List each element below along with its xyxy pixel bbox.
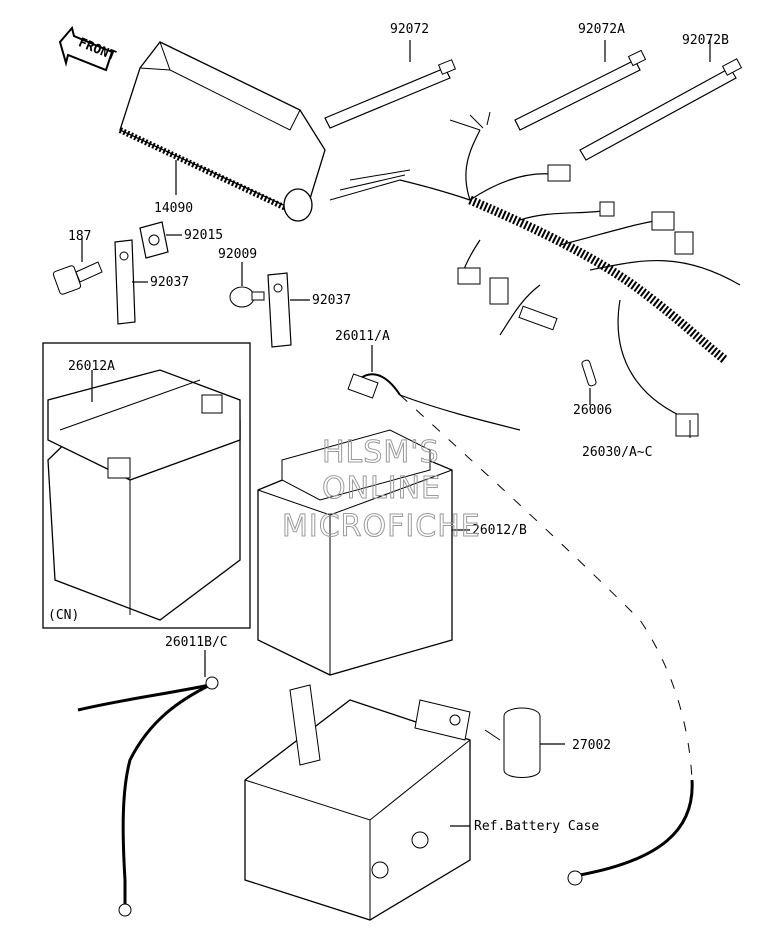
front-arrow-icon: FRONT — [58, 25, 118, 72]
battery-26012B — [257, 429, 470, 676]
label-187: 187 — [68, 229, 91, 244]
label-26012A: 26012A — [68, 359, 115, 374]
battery-box-26012A — [42, 342, 251, 629]
nut-92015 — [139, 221, 182, 259]
label-26012B: 26012/B — [472, 523, 527, 538]
label-92072A: 92072A — [578, 22, 625, 37]
watermark-line-2: ONLINE — [322, 471, 441, 506]
battery-case-reference — [244, 684, 471, 921]
relay-27002 — [484, 707, 565, 778]
label-cn: (CN) — [48, 608, 79, 623]
cable-tie-92072B — [579, 40, 743, 161]
label-92015: 92015 — [184, 228, 223, 243]
strap-92037-right — [267, 272, 310, 348]
wiring-harness-26030 — [329, 111, 741, 438]
battery-cable-26011BC — [77, 650, 219, 917]
watermark-line-1: HLSM'S — [322, 435, 440, 470]
strap-92037-left — [114, 239, 148, 325]
cable-tie-92072A — [514, 40, 647, 131]
label-27002: 27002 — [572, 738, 611, 753]
watermark-line-3: MICROFICHE — [282, 509, 481, 544]
battery-cable-end — [567, 779, 694, 886]
label-26011BC: 26011B/C — [165, 635, 228, 650]
label-26006: 26006 — [573, 403, 612, 418]
label-92072B: 92072B — [682, 33, 729, 48]
label-92072: 92072 — [390, 22, 429, 37]
bolt-187 — [52, 238, 103, 295]
label-battery-case: Ref.Battery Case — [474, 819, 599, 834]
battery-cable-26011A — [347, 345, 693, 781]
cable-tie-92072 — [324, 40, 457, 129]
label-26011A: 26011/A — [335, 329, 390, 344]
screw-92009 — [229, 262, 265, 308]
fuse-26006 — [581, 359, 597, 405]
cover-part-14090 — [118, 41, 326, 222]
label-92009: 92009 — [218, 247, 257, 262]
label-92037-left: 92037 — [150, 275, 189, 290]
label-26030: 26030/A~C — [582, 445, 652, 460]
label-92037-right: 92037 — [312, 293, 351, 308]
label-14090: 14090 — [154, 201, 193, 216]
